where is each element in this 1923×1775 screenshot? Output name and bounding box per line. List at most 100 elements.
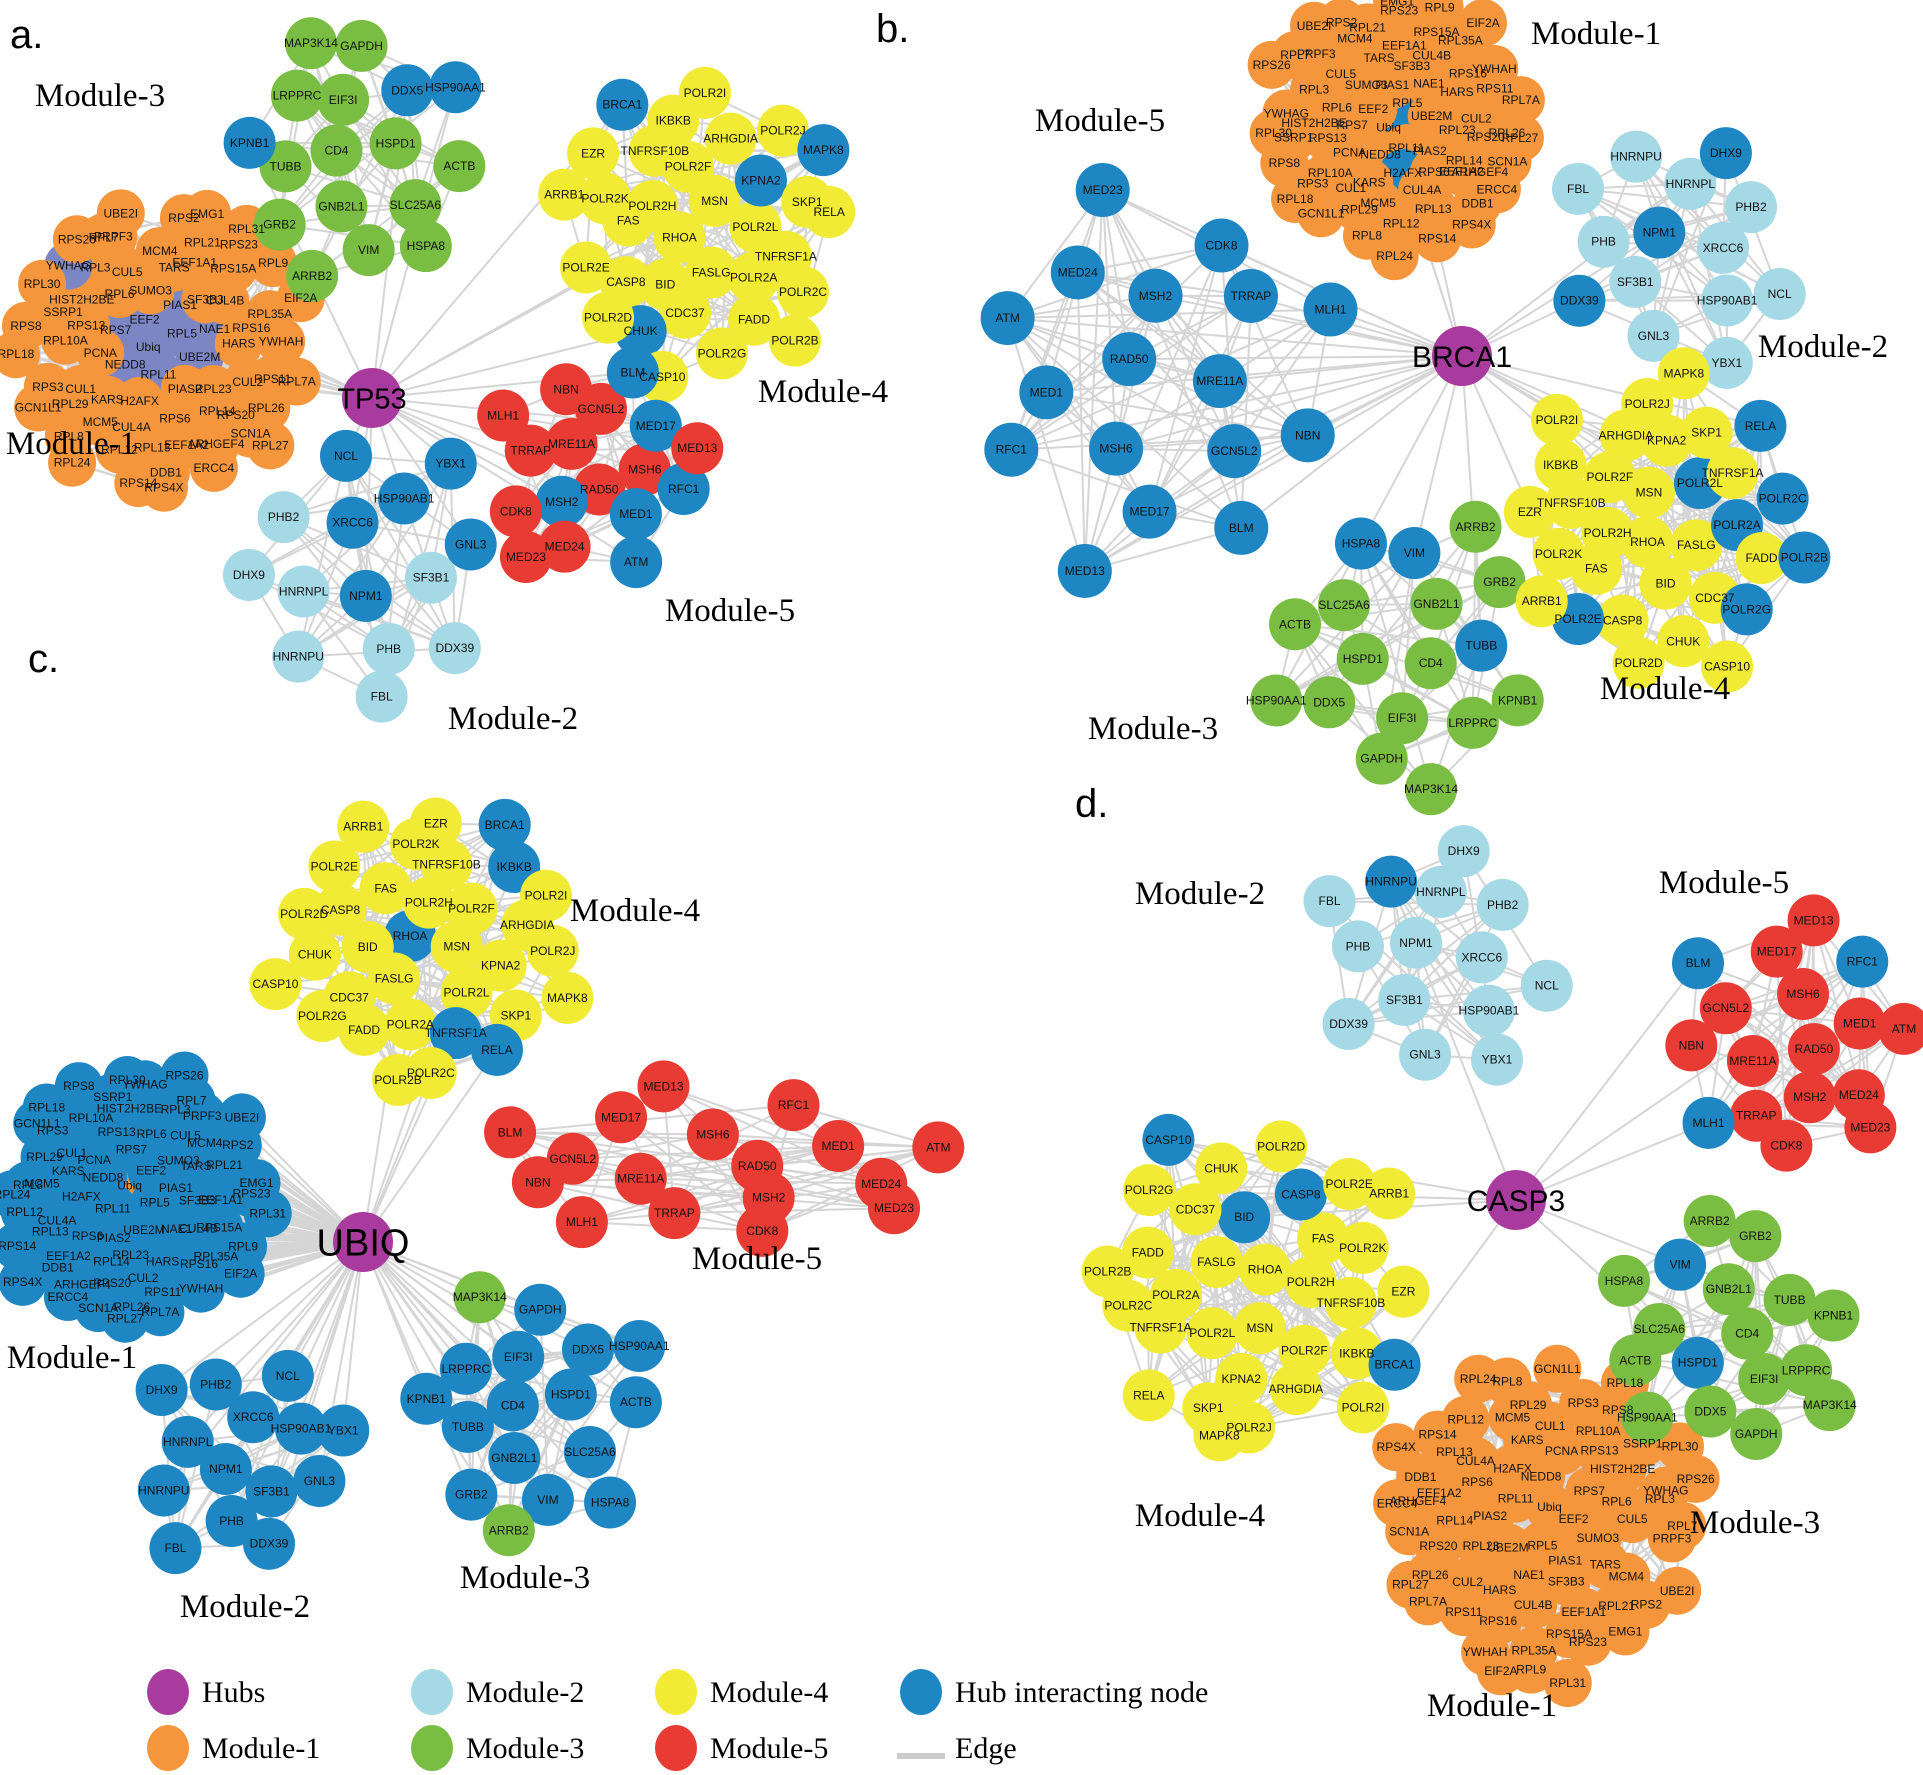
node-RPS26[interactable] — [1247, 40, 1296, 89]
node-EIF3I[interactable] — [317, 73, 370, 126]
node-GAPDH[interactable] — [335, 19, 388, 72]
node-RPS26[interactable] — [52, 215, 101, 264]
node-ERCC4[interactable] — [1472, 165, 1521, 214]
node-NPM1[interactable] — [1633, 206, 1686, 259]
node-VIM[interactable] — [342, 224, 395, 277]
node-CDC37[interactable] — [659, 286, 712, 339]
node-DDX39[interactable] — [1553, 274, 1606, 327]
node-FBL[interactable] — [1552, 162, 1605, 215]
node-MAPK8[interactable] — [797, 124, 850, 177]
node-HSPA8[interactable] — [1334, 517, 1387, 570]
node-DDX39[interactable] — [428, 622, 481, 675]
node-LRPPRC[interactable] — [270, 69, 323, 122]
node-TRRAP[interactable] — [504, 424, 557, 477]
node-HNRNPL[interactable] — [1664, 157, 1717, 210]
node-RPL24[interactable] — [1370, 232, 1419, 281]
node-CDK8[interactable] — [489, 485, 542, 538]
node-POLR2J[interactable] — [756, 104, 809, 157]
node-FASLG[interactable] — [685, 246, 738, 299]
node-RPL7A[interactable] — [1496, 76, 1545, 125]
node-RELA[interactable] — [803, 185, 856, 238]
node-BLM[interactable] — [606, 346, 659, 399]
node-PHB2[interactable] — [1725, 181, 1778, 234]
node-RPS4X[interactable] — [140, 463, 189, 512]
node-HSPD1[interactable] — [1336, 632, 1389, 685]
node-GCN1L1[interactable] — [14, 383, 63, 432]
node-NBN[interactable] — [540, 363, 593, 416]
node-RPL18[interactable] — [0, 330, 40, 379]
node-RPL27[interactable] — [246, 421, 295, 470]
node-MED1[interactable] — [609, 488, 662, 541]
node-POLR2B[interactable] — [769, 314, 822, 367]
node-ARRB2[interactable] — [286, 249, 339, 302]
node-HSPD1[interactable] — [369, 117, 422, 170]
node-HNRNPU[interactable] — [272, 630, 325, 683]
node-HNRNPU[interactable] — [1610, 130, 1663, 183]
node-RPL7A[interactable] — [272, 357, 321, 406]
node-MCM4[interactable] — [135, 227, 184, 276]
node-EIF3I[interactable] — [1376, 692, 1429, 745]
node-UBE2I[interactable] — [1290, 1, 1339, 50]
node-UBE2I[interactable] — [96, 189, 145, 238]
node-GNL3[interactable] — [444, 518, 497, 571]
node-POLR2D[interactable] — [582, 291, 635, 344]
node-GRB2[interactable] — [253, 198, 306, 251]
node-NCL[interactable] — [1753, 267, 1806, 320]
node-XRCC6[interactable] — [326, 496, 379, 549]
node-DDX5[interactable] — [381, 64, 434, 117]
node-MAP3K14[interactable] — [284, 17, 337, 70]
node-KPNB1[interactable] — [223, 116, 276, 169]
node-MSH2[interactable] — [535, 475, 588, 528]
node-MED23[interactable] — [499, 530, 552, 583]
node-EZR[interactable] — [567, 127, 620, 180]
node-GAPDH[interactable] — [1355, 732, 1408, 785]
node-RFC1[interactable] — [657, 463, 710, 516]
node-POLR2G[interactable] — [695, 327, 748, 380]
node-MLH1[interactable] — [477, 389, 530, 442]
node-NPM1[interactable] — [339, 569, 392, 622]
node-RPL31[interactable] — [1397, 0, 1446, 20]
node-SF3B1[interactable] — [404, 551, 457, 604]
node-YWHAH[interactable] — [257, 317, 306, 366]
node-ACTB[interactable] — [433, 140, 486, 193]
node-POLR2I[interactable] — [678, 66, 731, 119]
node-SLC25A6[interactable] — [1318, 579, 1371, 632]
node-PHB2[interactable] — [257, 491, 310, 544]
node-GNL3[interactable] — [1627, 309, 1680, 362]
node-HSP90AB1[interactable] — [1701, 274, 1754, 327]
node-MSH6[interactable] — [618, 443, 671, 496]
node-TUBB[interactable] — [1455, 619, 1508, 672]
node-ARHGDIA[interactable] — [704, 112, 757, 165]
node-RPL9[interactable] — [249, 239, 298, 288]
node-POLR2E[interactable] — [560, 241, 613, 294]
node-GNB2L1[interactable] — [315, 180, 368, 233]
node-RPS4X[interactable] — [1447, 200, 1496, 249]
node-RPL30[interactable] — [18, 259, 67, 308]
node-YWHAH[interactable] — [1470, 44, 1519, 93]
node-VIM[interactable] — [1388, 527, 1441, 580]
node-ATM[interactable] — [610, 536, 663, 589]
node-ACTB[interactable] — [1269, 598, 1322, 651]
node-SF3B1[interactable] — [1609, 255, 1662, 308]
node-HSPA8[interactable] — [399, 220, 452, 273]
node-ERCC4[interactable] — [189, 443, 238, 492]
node-NCL[interactable] — [319, 429, 372, 482]
node-HNRNPL[interactable] — [277, 565, 330, 618]
node-SLC25A6[interactable] — [389, 179, 442, 232]
node-MRE11A[interactable] — [545, 417, 598, 470]
node-FBL[interactable] — [355, 670, 408, 723]
node-FADD[interactable] — [728, 293, 781, 346]
node-DHX9[interactable] — [1699, 127, 1752, 180]
node-GNB2L1[interactable] — [1410, 577, 1463, 630]
node-CD4[interactable] — [310, 124, 363, 177]
node-EIF2A[interactable] — [1459, 0, 1507, 48]
node-MED13[interactable] — [671, 422, 724, 475]
node-RPL24[interactable] — [48, 438, 97, 487]
node-LRPPRC[interactable] — [1446, 696, 1499, 749]
node-EMG1[interactable] — [183, 189, 232, 238]
node-KPNA2[interactable] — [734, 154, 787, 207]
node-HSP90AA1[interactable] — [429, 61, 482, 114]
node-HSP90AB1[interactable] — [378, 472, 431, 525]
node-GRB2[interactable] — [1473, 556, 1526, 609]
node-MED17[interactable] — [629, 399, 682, 452]
